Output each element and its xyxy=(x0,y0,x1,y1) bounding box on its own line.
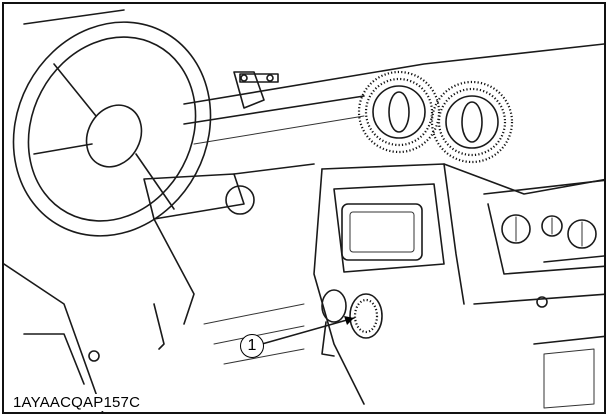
floor-area xyxy=(4,263,305,412)
display-panel xyxy=(341,203,423,261)
figure-frame: 1 1AYAACQAP157C xyxy=(2,2,606,414)
callout-label: 1 xyxy=(240,334,264,358)
dashboard-illustration xyxy=(4,9,604,412)
power-outlet xyxy=(321,289,383,357)
steering-wheel xyxy=(12,21,212,237)
center-console xyxy=(313,163,604,405)
lower-dash xyxy=(473,293,604,409)
climate-controls xyxy=(483,179,604,275)
air-vent-right xyxy=(430,80,514,164)
steering-column xyxy=(143,163,315,325)
air-vent-left xyxy=(357,70,441,154)
image-code: 1AYAACQAP157C xyxy=(10,394,144,411)
callout-leader-line xyxy=(261,317,355,345)
dashboard-top-lines xyxy=(23,9,604,145)
callout-arrowhead xyxy=(344,316,354,325)
